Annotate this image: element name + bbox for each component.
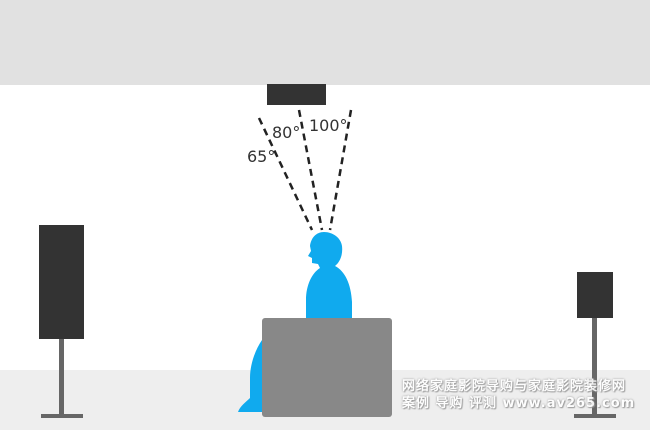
ceiling-speaker <box>267 84 326 105</box>
watermark-line-2: 案例 导购 评测 www.av265.com <box>402 396 636 411</box>
angle-line-80 <box>297 109 324 231</box>
angle-label-65: 65° <box>247 147 275 166</box>
ceiling <box>0 0 650 85</box>
angle-line-100 <box>328 109 353 231</box>
angle-line-65 <box>257 117 314 231</box>
listener-silhouette <box>238 232 352 412</box>
watermark-line-1: 网络家庭影院导购与家庭影院装修网 <box>402 379 627 394</box>
angle-label-100: 100° <box>309 116 348 135</box>
left-floor-speaker <box>39 225 84 418</box>
seat-box <box>262 318 392 417</box>
right-stand-speaker <box>574 272 616 418</box>
angle-label-80: 80° <box>272 123 300 142</box>
